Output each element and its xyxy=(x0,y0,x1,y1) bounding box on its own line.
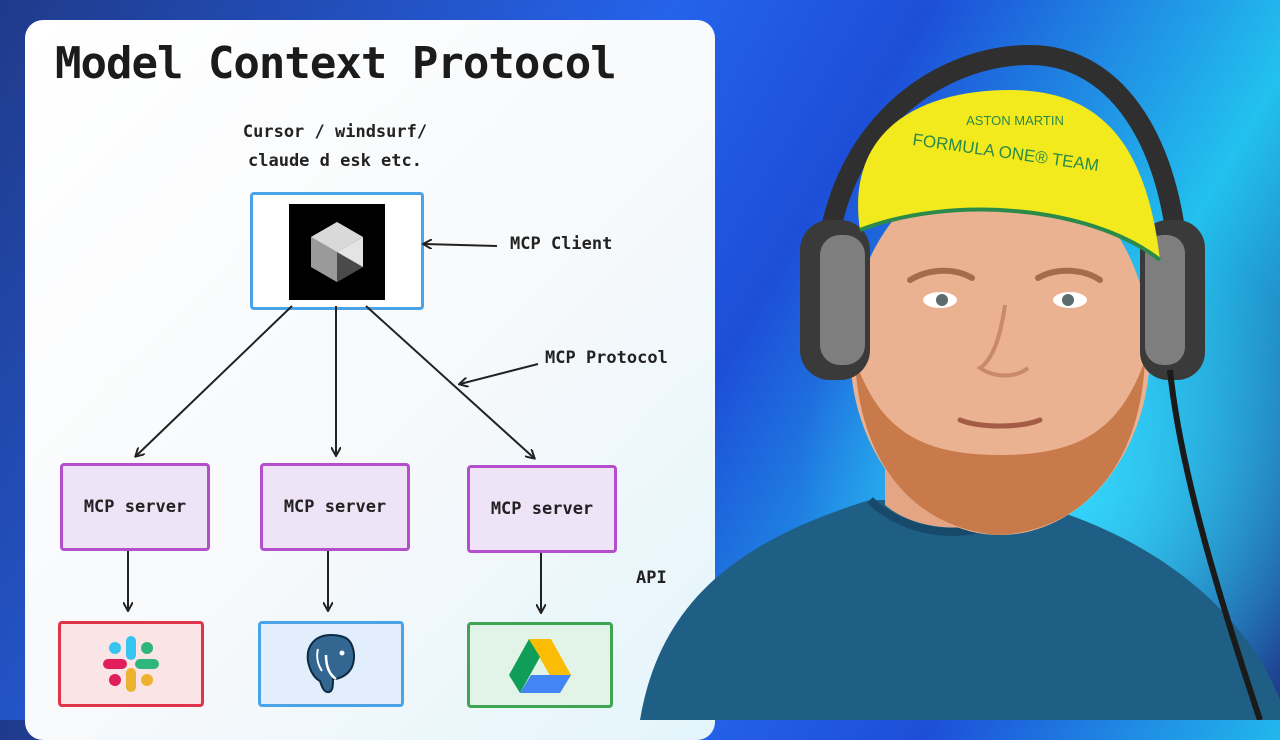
mcp-client-annotation: MCP Client xyxy=(510,234,613,254)
mcp-server-box-2: MCP server xyxy=(260,463,410,551)
client-caption-line-2: claude d esk etc. xyxy=(248,151,422,171)
api-label: API xyxy=(636,568,667,588)
diagram-arrows xyxy=(0,0,720,720)
client-caption-line-1: Cursor / windsurf/ xyxy=(242,122,428,142)
mcp-server-box-1: MCP server xyxy=(60,463,210,551)
face xyxy=(850,165,1150,535)
diagram-board: Model Context Protocol Cursor / windsurf… xyxy=(25,20,715,740)
client-to-server-3-arrow xyxy=(365,305,534,458)
mcp-server-label: MCP server xyxy=(283,497,387,517)
google-drive-service-box xyxy=(467,622,613,708)
slack-logo-icon xyxy=(103,636,159,692)
postgresql-service-box xyxy=(258,621,404,707)
mcp-server-box-3: MCP server xyxy=(467,465,617,553)
cursor-logo-icon xyxy=(289,204,385,300)
client-caption: Cursor / windsurf/ claude d esk etc. xyxy=(205,118,465,176)
slack-service-box xyxy=(58,621,204,707)
client-to-server-1-arrow xyxy=(136,305,293,456)
postgresql-logo-icon xyxy=(306,633,355,694)
protocol-annotation-arrow xyxy=(460,363,539,384)
client-annotation-arrow xyxy=(424,244,498,246)
shirt xyxy=(640,500,1280,720)
beard xyxy=(855,360,1145,535)
mcp-server-label: MCP server xyxy=(83,497,187,517)
cap-logo-text: ASTON MARTIN xyxy=(966,113,1064,128)
google-drive-logo-icon xyxy=(509,639,571,693)
cap xyxy=(858,90,1160,260)
mcp-protocol-annotation: MCP Protocol xyxy=(545,348,668,368)
mcp-server-label: MCP server xyxy=(490,499,594,519)
diagram-title: Model Context Protocol xyxy=(55,38,617,89)
presenter-photo: ASTON MARTIN FORMULA ONE® TEAM xyxy=(640,44,1280,720)
mcp-client-box xyxy=(250,192,424,310)
